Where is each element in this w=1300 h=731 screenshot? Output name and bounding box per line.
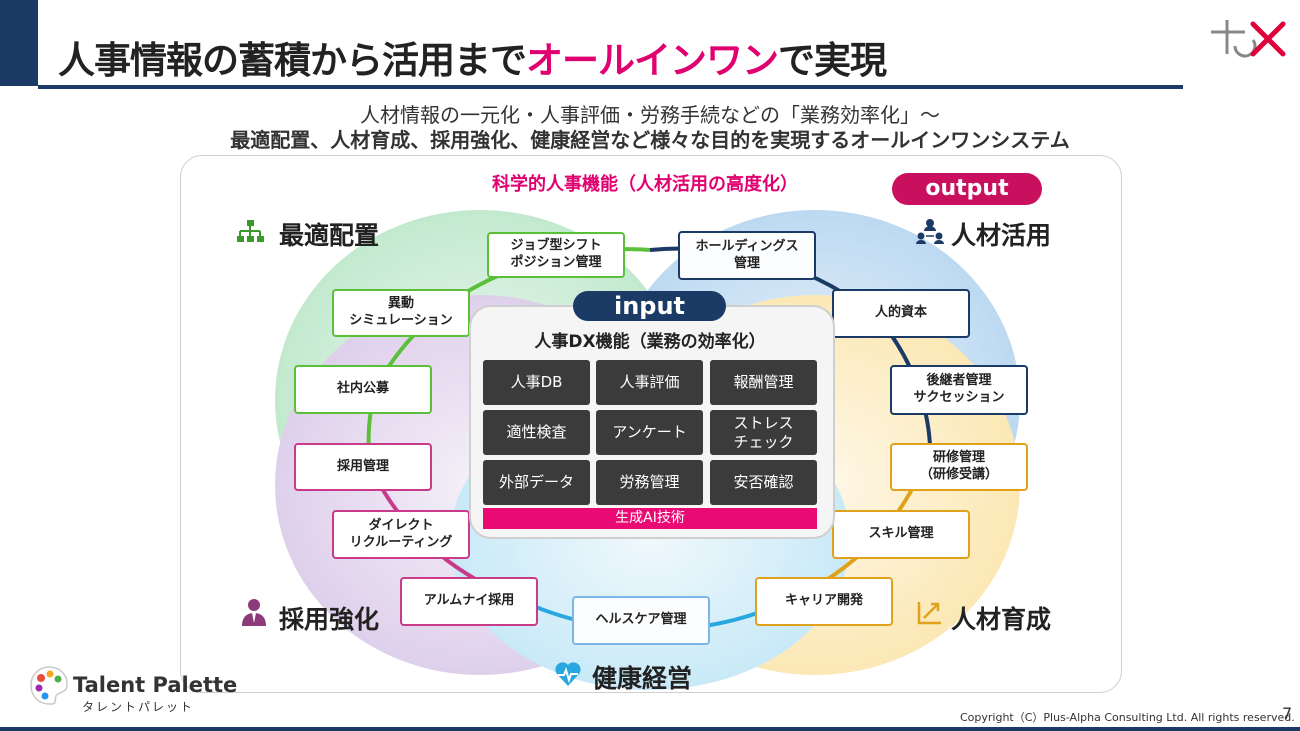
core-cell-aptitude-test[interactable]: 適性検査 <box>483 410 590 455</box>
logo-kana: タレントパレット <box>82 700 195 714</box>
copyright-text: Copyright（C）Plus-Alpha Consulting Ltd. A… <box>960 711 1295 724</box>
genai-bar: 生成AI技術 <box>483 508 817 529</box>
title-highlight: オールインワン <box>526 39 779 82</box>
brand-mark-icon <box>1211 20 1286 58</box>
core-cell-labor-management[interactable]: 労務管理 <box>596 460 703 505</box>
subtitle-line-2: 最適配置、人材育成、採用強化、健康経営など様々な目的を実現するオールインワンシス… <box>230 128 1070 152</box>
node-succession-management[interactable]: 後継者管理 サクセッション <box>890 365 1028 415</box>
quadrant-label-talent-utilization: 人材活用 <box>951 221 1052 250</box>
node-recruitment-management[interactable]: 採用管理 <box>294 443 432 491</box>
node-holdings-management[interactable]: ホールディングス 管理 <box>678 231 816 280</box>
page-number: 7 <box>1282 704 1293 723</box>
quadrant-label-talent-development: 人材育成 <box>951 605 1052 634</box>
node-skill-management[interactable]: スキル管理 <box>832 510 970 559</box>
input-badge: input <box>573 291 726 321</box>
logo-text: Talent Palette <box>73 673 238 697</box>
quadrant-label-health-management: 健康経営 <box>592 664 693 693</box>
quadrant-label-optimal-placement: 最適配置 <box>279 221 380 250</box>
scientific-hr-label: 科学的人事機能（人材活用の高度化） <box>492 174 798 195</box>
core-cell-stress-check[interactable]: ストレス チェック <box>710 410 817 455</box>
heartbeat-icon <box>555 662 581 686</box>
title-prefix: 人事情報の蓄積から活用まで <box>58 39 527 82</box>
palette-logo-icon <box>30 666 68 705</box>
footer-bar <box>0 727 1300 731</box>
core-cell-compensation[interactable]: 報酬管理 <box>710 360 817 405</box>
core-cell-external-data[interactable]: 外部データ <box>483 460 590 505</box>
quadrant-label-recruitment: 採用強化 <box>279 605 380 634</box>
org-chart-icon <box>237 220 264 242</box>
node-transfer-simulation[interactable]: 異動 シミュレーション <box>332 289 470 337</box>
subtitle-line-1: 人材情報の一元化・人事評価・労務手続などの「業務効率化」〜 <box>360 103 940 127</box>
core-cell-hr-evaluation[interactable]: 人事評価 <box>596 360 703 405</box>
node-career-development[interactable]: キャリア開発 <box>755 577 893 626</box>
output-badge: output <box>892 173 1042 205</box>
people-network-icon <box>916 219 944 244</box>
node-job-based[interactable]: ジョブ型シフト ポジション管理 <box>487 232 625 278</box>
node-training-management[interactable]: 研修管理 （研修受講） <box>890 443 1028 491</box>
core-cell-survey[interactable]: アンケート <box>596 410 703 455</box>
header-accent-bar <box>0 0 38 86</box>
title-underline <box>38 85 1183 89</box>
business-person-icon <box>242 599 266 626</box>
core-cell-hr-db[interactable]: 人事DB <box>483 360 590 405</box>
node-alumni-recruitment[interactable]: アルムナイ採用 <box>400 577 538 626</box>
node-human-capital[interactable]: 人的資本 <box>832 289 970 338</box>
growth-chart-icon <box>917 602 941 625</box>
core-cell-safety-confirmation[interactable]: 安否確認 <box>710 460 817 505</box>
core-title: 人事DX機能（業務の効率化） <box>534 332 766 352</box>
page-title: 人事情報の蓄積から活用までオールインワンで実現 <box>58 30 887 84</box>
node-direct-recruiting[interactable]: ダイレクト リクルーティング <box>332 510 470 559</box>
node-internal-recruitment[interactable]: 社内公募 <box>294 365 432 414</box>
title-suffix: で実現 <box>778 39 887 82</box>
node-healthcare-management[interactable]: ヘルスケア管理 <box>572 596 710 645</box>
